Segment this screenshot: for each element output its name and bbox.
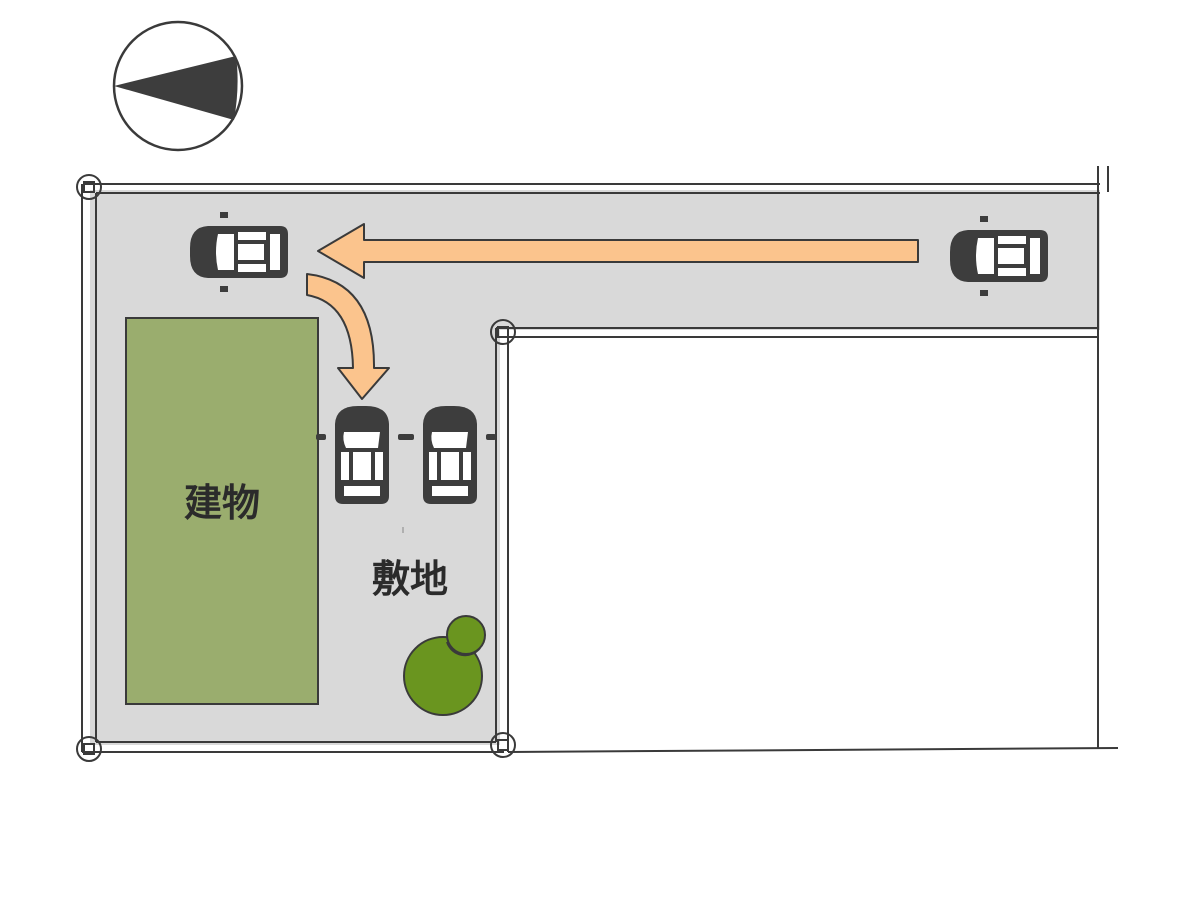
tree-icon [403, 615, 486, 716]
turn-arrow-icon [306, 273, 390, 400]
route-arrow-icon [317, 223, 919, 279]
site-label: 敷地 [372, 557, 448, 601]
north-arrow-icon [112, 20, 244, 152]
boundary-marker-icon [76, 174, 516, 762]
boundary-lines [81, 166, 1119, 753]
building-label: 建物 [184, 481, 260, 525]
building-block [125, 317, 319, 705]
